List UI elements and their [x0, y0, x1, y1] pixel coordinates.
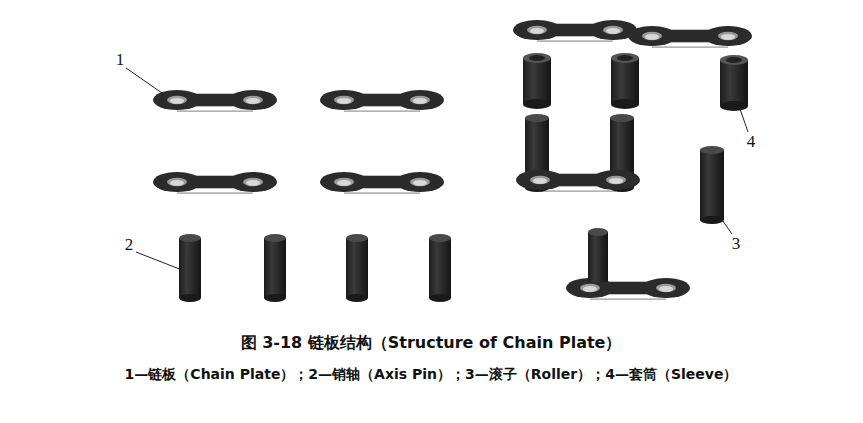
callout-number: 3 — [732, 234, 741, 254]
part-list: 1—链板（Chain Plate）；2—销轴（Axis Pin）；3—滚子（Ro… — [125, 366, 738, 384]
figure-caption: 图 3-18 链板结构（Structure of Chain Plate） — [241, 333, 622, 354]
callout-number: 4 — [747, 132, 756, 152]
callout-number: 1 — [116, 50, 125, 70]
callout-number: 2 — [125, 235, 134, 255]
